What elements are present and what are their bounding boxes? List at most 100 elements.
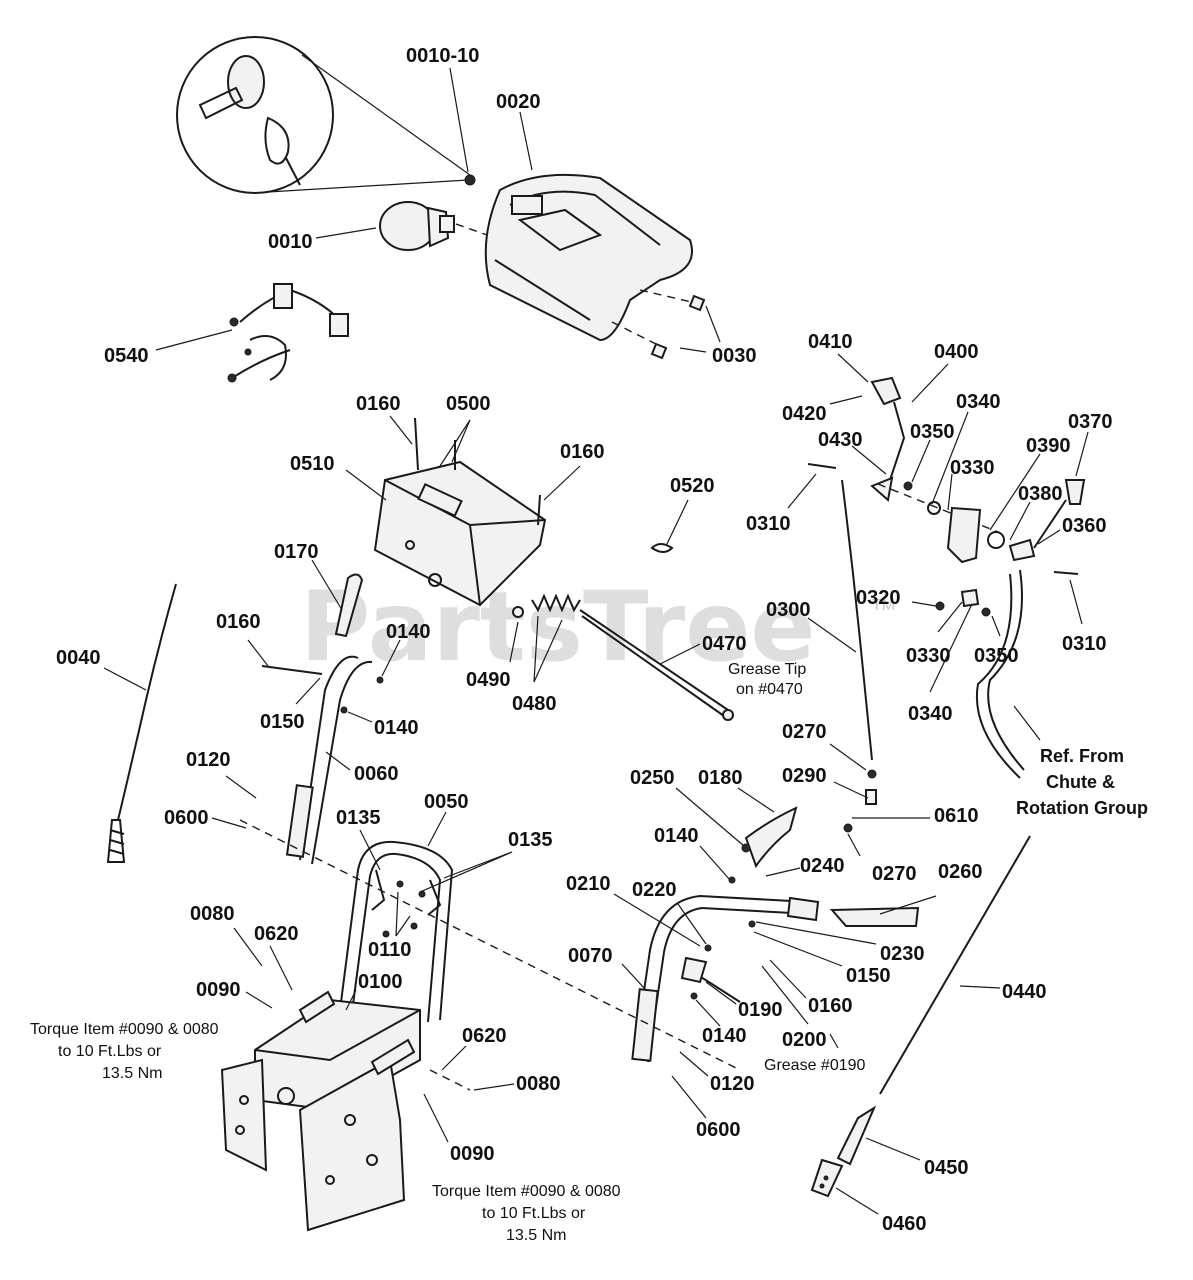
callout-0600-right: 0600 — [696, 1119, 741, 1141]
callout-0260: 0260 — [938, 861, 983, 883]
callout-0270-lower: 0270 — [872, 863, 917, 885]
callout-0500: 0500 — [446, 393, 491, 415]
callout-0080-right: 0080 — [516, 1073, 561, 1095]
dash-panel — [484, 173, 706, 360]
callout-0135-left: 0135 — [336, 807, 381, 829]
callout-0140-lower: 0140 — [702, 1025, 747, 1047]
callout-0020: 0020 — [496, 91, 541, 113]
callout-0240: 0240 — [800, 855, 845, 877]
callout-0040: 0040 — [56, 647, 101, 669]
note-grease-tip-line2: on #0470 — [736, 681, 803, 698]
callout-0180: 0180 — [698, 767, 743, 789]
note-grease-tip-line1: Grease Tip — [728, 661, 806, 678]
callout-0350-upper: 0350 — [910, 421, 955, 443]
callout-0510: 0510 — [290, 453, 335, 475]
callout-0110: 0110 — [368, 939, 411, 961]
callout-0150-left: 0150 — [260, 711, 305, 733]
callout-0050: 0050 — [424, 791, 469, 813]
callout-0400: 0400 — [934, 341, 979, 363]
right-lower-handle — [631, 806, 920, 1063]
callout-0520: 0520 — [670, 475, 715, 497]
callout-0390: 0390 — [1026, 435, 1071, 457]
left-control-lever — [261, 573, 384, 865]
callout-0330-lower: 0330 — [906, 645, 951, 667]
callout-0310-left: 0310 — [746, 513, 791, 535]
callout-0290: 0290 — [782, 765, 827, 787]
note-torque-left-line2: to 10 Ft.Lbs or — [58, 1043, 162, 1060]
callout-0350-lower: 0350 — [974, 645, 1019, 667]
wire-harness — [227, 283, 349, 383]
callout-labels: 0010-10 0020 0010 0540 0030 0410 0400 04… — [56, 45, 1113, 1235]
callout-0135-right: 0135 — [508, 829, 553, 851]
callout-0140-right: 0140 — [654, 825, 699, 847]
callout-0230: 0230 — [880, 943, 925, 965]
callout-0420: 0420 — [782, 403, 827, 425]
callout-0140-mid: 0140 — [374, 717, 419, 739]
note-torque-left-line1: Torque Item #0090 & 0080 — [30, 1021, 219, 1038]
note-torque-bottom-line2: to 10 Ft.Lbs or — [482, 1205, 586, 1222]
callout-0360: 0360 — [1062, 515, 1107, 537]
callout-0140-upper: 0140 — [386, 621, 431, 643]
leader-lines — [103, 67, 1089, 1215]
callout-0150-right: 0150 — [846, 965, 891, 987]
control-cable-right — [810, 835, 1031, 1198]
callout-0160-right: 0160 — [560, 441, 605, 463]
note-torque-left-line3: 13.5 Nm — [102, 1065, 162, 1082]
note-grease-0190: Grease #0190 — [764, 1057, 866, 1074]
watermark-trademark: TM — [872, 597, 895, 614]
callout-0450: 0450 — [924, 1157, 969, 1179]
callout-0170: 0170 — [274, 541, 319, 563]
note-ref-line2: Chute & — [1046, 772, 1115, 792]
callout-0220: 0220 — [632, 879, 677, 901]
callout-0490: 0490 — [466, 669, 511, 691]
callout-0600-left: 0600 — [164, 807, 209, 829]
headlight — [379, 201, 491, 251]
callout-0160-left: 0160 — [216, 611, 261, 633]
frame-side-plates — [220, 990, 421, 1232]
callout-0300: 0300 — [766, 599, 811, 621]
callout-0470: 0470 — [702, 633, 747, 655]
callout-0610: 0610 — [934, 805, 979, 827]
callout-0010-10: 0010-10 — [406, 45, 479, 67]
note-torque-bottom-line3: 13.5 Nm — [506, 1227, 566, 1244]
assembly-guide-line-b — [429, 1069, 471, 1091]
chute-control-assembly — [807, 376, 1086, 833]
callout-0080-left: 0080 — [190, 903, 235, 925]
callout-0200: 0200 — [782, 1029, 827, 1051]
callout-0460: 0460 — [882, 1213, 927, 1235]
note-torque-bottom-line1: Torque Item #0090 & 0080 — [432, 1183, 621, 1200]
control-cable-left — [106, 583, 177, 863]
shaft-and-springs — [512, 593, 734, 721]
callout-0160-lower: 0160 — [808, 995, 853, 1017]
upper-handle — [339, 840, 454, 1023]
callout-0440: 0440 — [1002, 981, 1047, 1003]
callout-0120-right: 0120 — [710, 1073, 755, 1095]
parts-illustration — [106, 36, 1086, 1232]
callout-0010: 0010 — [268, 231, 313, 253]
assembly-guide-line — [239, 819, 741, 1071]
callout-0100: 0100 — [358, 971, 403, 993]
console-bracket — [373, 417, 547, 607]
callout-0190: 0190 — [738, 999, 783, 1021]
detail-magnifier — [176, 36, 476, 194]
callout-0060: 0060 — [354, 763, 399, 785]
callout-0090-right: 0090 — [450, 1143, 495, 1165]
callout-0320: 0320 — [856, 587, 901, 609]
callout-0380: 0380 — [1018, 483, 1063, 505]
callout-0480: 0480 — [512, 693, 557, 715]
callout-0030: 0030 — [712, 345, 757, 367]
callout-0430: 0430 — [818, 429, 863, 451]
callout-0090-left: 0090 — [196, 979, 241, 1001]
callout-0310-right: 0310 — [1062, 633, 1107, 655]
note-ref-line1: Ref. From — [1040, 746, 1124, 766]
callout-0340-lower: 0340 — [908, 703, 953, 725]
callout-0540: 0540 — [104, 345, 149, 367]
callout-0120-left: 0120 — [186, 749, 231, 771]
callout-0340-upper: 0340 — [956, 391, 1001, 413]
note-ref-line3: Rotation Group — [1016, 798, 1148, 818]
callout-0070: 0070 — [568, 945, 613, 967]
callout-0370: 0370 — [1068, 411, 1113, 433]
watermark: PartsTree — [300, 571, 815, 683]
